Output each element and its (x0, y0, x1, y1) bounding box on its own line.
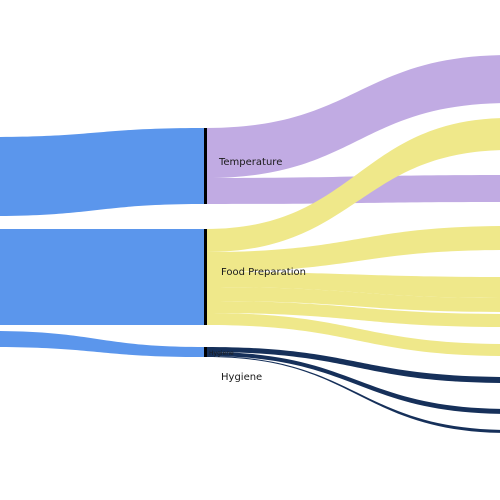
link-in-temperature (0, 128, 204, 216)
link-in-food-preparation (0, 229, 204, 326)
outgoing-links (206, 55, 500, 433)
link-out-hygiene-2 (206, 352, 500, 414)
link-out-hygiene-3 (206, 356, 500, 433)
link-out-food-preparation-3 (206, 272, 500, 298)
node-bars (204, 128, 207, 357)
node-inline-label-hygiene: Hygiene (209, 350, 234, 357)
link-out-temperature-1 (206, 55, 500, 178)
link-out-food-preparation-6 (206, 313, 500, 356)
node-label-hygiene: Hygiene (221, 372, 262, 383)
link-out-hygiene-1 (206, 347, 500, 383)
link-out-food-preparation-4 (206, 287, 500, 312)
node-labels: Temperature Food Preparation Hygiene Hyg… (209, 157, 306, 383)
link-out-food-preparation-2 (206, 226, 500, 272)
node-bar-hygiene (204, 347, 207, 357)
node-bar-temperature (204, 128, 207, 204)
node-bar-food-preparation (204, 229, 207, 325)
incoming-links (0, 128, 204, 357)
link-in-hygiene (0, 331, 204, 357)
node-label-temperature: Temperature (218, 157, 282, 168)
link-out-food-preparation-1 (206, 118, 500, 252)
node-label-food-preparation: Food Preparation (221, 267, 306, 278)
link-out-food-preparation-5 (206, 301, 500, 327)
